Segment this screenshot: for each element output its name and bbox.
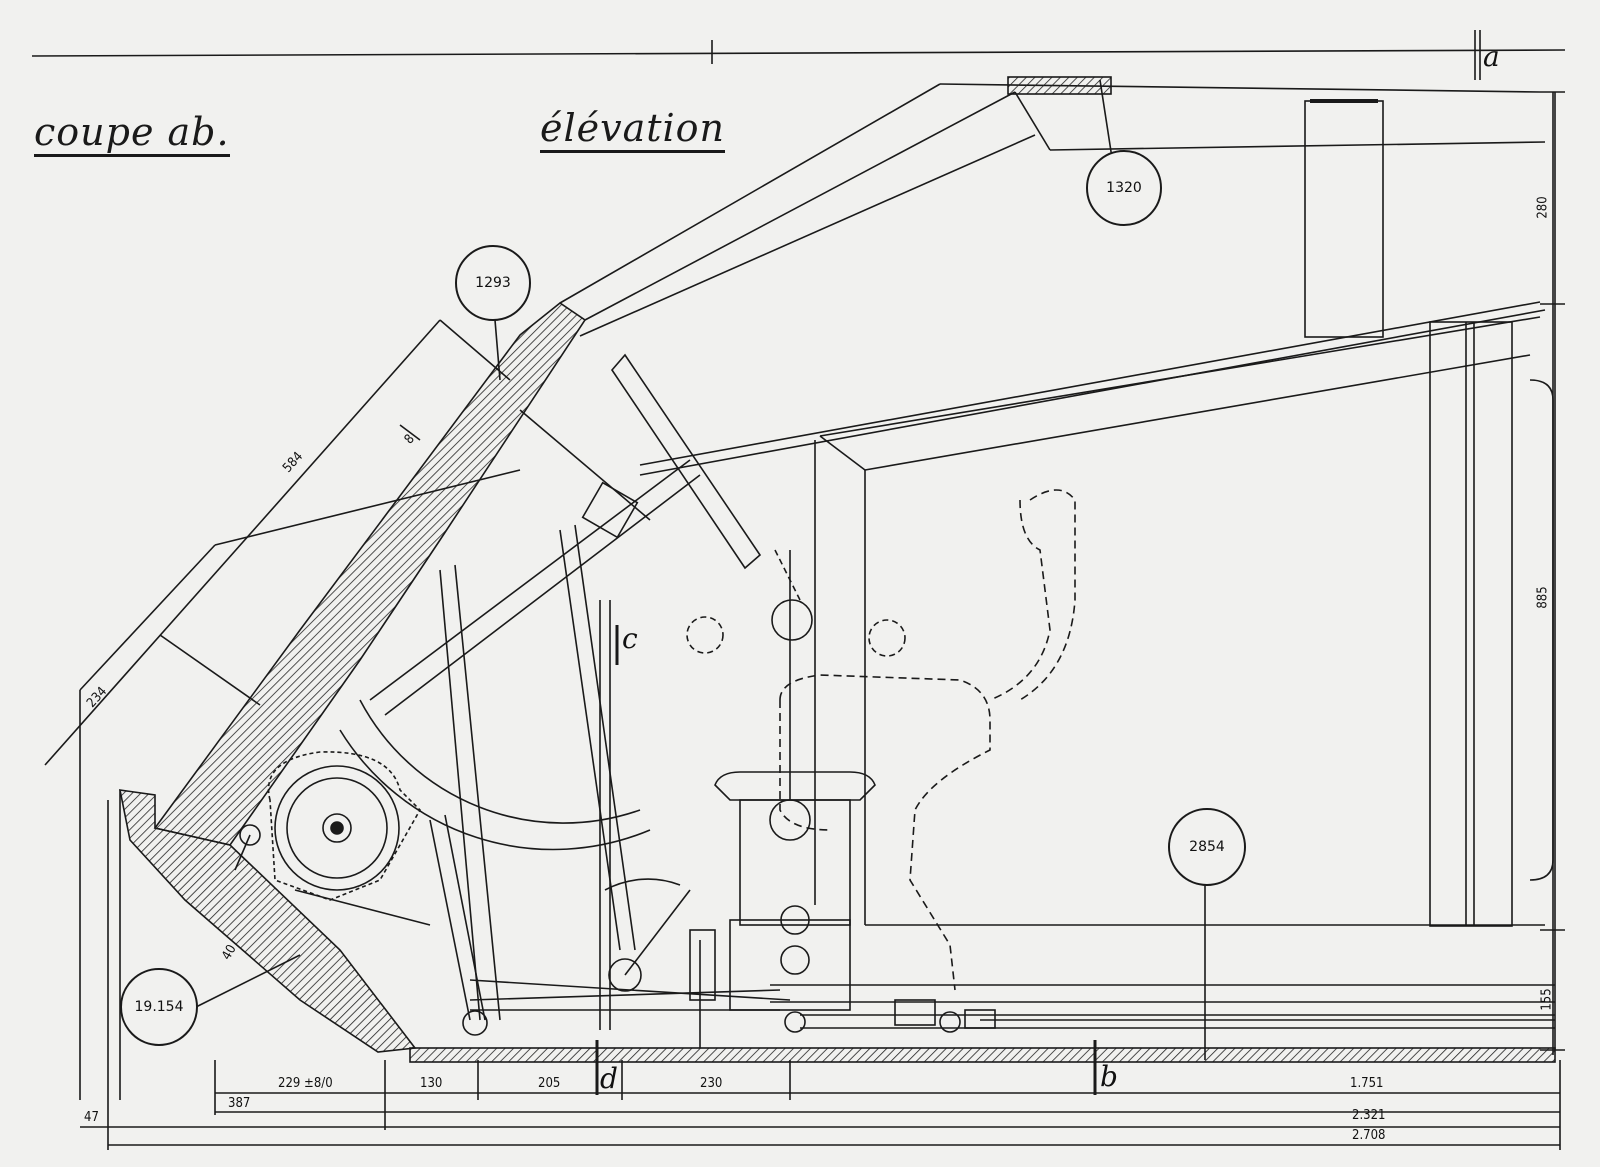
dim-387: 387 bbox=[228, 1096, 251, 1111]
section-mark-c: c bbox=[622, 622, 638, 655]
dim-155: 155 bbox=[1539, 988, 1555, 1011]
callout-1320: 1320 bbox=[1086, 150, 1162, 226]
levers bbox=[429, 524, 791, 1036]
dim-885: 885 bbox=[1535, 586, 1551, 609]
roof-outline bbox=[559, 76, 1546, 338]
right-dimension-chain bbox=[1540, 91, 1565, 1055]
callout-19154: 19.154 bbox=[120, 968, 198, 1046]
controller-housing bbox=[686, 549, 906, 1048]
dim-47: 47 bbox=[84, 1110, 99, 1125]
dim-130: 130 bbox=[420, 1076, 443, 1091]
cab-frame bbox=[639, 92, 1556, 1050]
dim-2708: 2.708 bbox=[1352, 1128, 1386, 1143]
floor-linkage bbox=[784, 999, 1555, 1033]
view-title: élévation bbox=[540, 108, 726, 153]
callout-2854: 2854 bbox=[1168, 808, 1246, 886]
section-mark-d: d bbox=[600, 1062, 618, 1095]
leader-1293 bbox=[494, 319, 501, 381]
top-datum-line bbox=[31, 49, 1566, 57]
dim-230: 230 bbox=[700, 1076, 723, 1091]
dim-280: 280 bbox=[1535, 196, 1551, 219]
chain-drive bbox=[234, 751, 431, 926]
dim-229: 229 ±8/0 bbox=[278, 1076, 333, 1091]
leader-19154 bbox=[189, 954, 301, 1011]
dim-1751: 1.751 bbox=[1350, 1076, 1384, 1091]
cab-floor bbox=[409, 984, 1556, 1063]
section-title: coupe ab. bbox=[34, 112, 230, 157]
steering-assembly bbox=[339, 353, 762, 851]
section-mark-b: b bbox=[1100, 1060, 1118, 1093]
dim-2321: 2.321 bbox=[1352, 1108, 1386, 1123]
front-armour-plate bbox=[79, 302, 587, 1100]
bottom-dimension-chain bbox=[80, 800, 1561, 1150]
dim-205: 205 bbox=[538, 1076, 561, 1091]
section-mark-a: a bbox=[1483, 40, 1500, 73]
driver-seat bbox=[779, 489, 1076, 991]
callout-1293: 1293 bbox=[455, 245, 531, 321]
